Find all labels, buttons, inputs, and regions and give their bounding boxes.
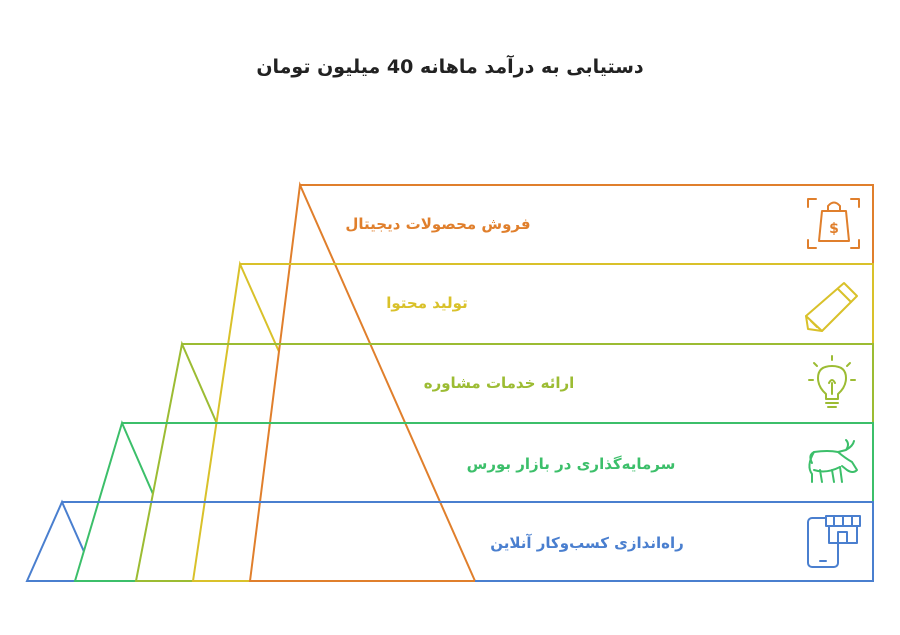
svg-text:$: $ xyxy=(829,221,839,237)
pencil-icon xyxy=(805,282,858,332)
level-1-label: فروش محصولات دیجیتال xyxy=(345,215,530,233)
mobile-store-icon xyxy=(807,515,861,568)
level-2-label: تولید محتوا xyxy=(386,294,467,312)
triangle-level-5 xyxy=(25,499,99,582)
level-3-label: ارائه خدمات مشاوره xyxy=(424,374,575,392)
page-title: دستیابی به درآمد ماهانه 40 میلیون تومان xyxy=(256,56,644,78)
lightbulb-icon xyxy=(808,355,856,408)
triangle-level-1 xyxy=(248,181,477,582)
level-5-label: راه‌اندازی کسب‌وکار آنلاین xyxy=(490,534,684,552)
level-4-label: سرمایه‌گذاری در بازار بورس xyxy=(467,455,676,473)
band-level-5 xyxy=(62,501,874,582)
shopping-bag-dollar-icon: $ xyxy=(807,198,860,249)
bull-icon xyxy=(808,439,858,483)
